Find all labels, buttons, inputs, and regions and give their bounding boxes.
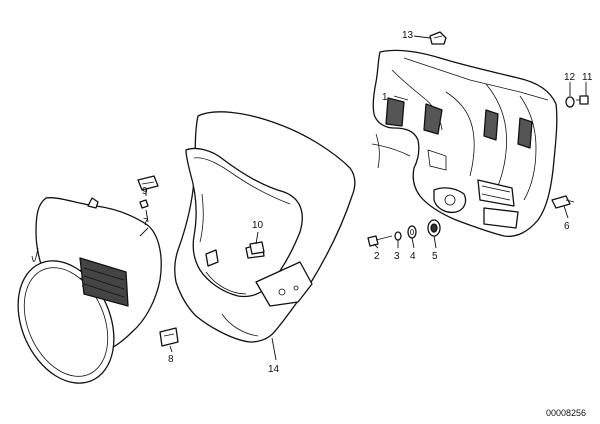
- callout-7: 7: [143, 217, 149, 228]
- headlight-housing-fairing-part[interactable]: [174, 111, 356, 343]
- callout-11: 11: [582, 72, 593, 83]
- callout-labels: 1 2 3 4 5 6 7 8 9 10 11 12 13 14: [142, 30, 593, 375]
- washer-part-4[interactable]: [407, 225, 417, 239]
- clip-part-10[interactable]: [249, 241, 265, 255]
- callout-12: 12: [564, 72, 576, 83]
- clip-part-13[interactable]: [429, 31, 447, 45]
- callout-1: 1: [382, 92, 388, 103]
- callout-14: 14: [268, 364, 280, 375]
- leader-lines: [139, 35, 587, 361]
- callout-6: 6: [564, 221, 570, 232]
- bolt-part-6[interactable]: [551, 195, 575, 209]
- clip-part-8[interactable]: [159, 327, 179, 347]
- callout-3: 3: [394, 251, 400, 262]
- washer-part-3[interactable]: [394, 231, 402, 241]
- callout-10: 10: [252, 220, 264, 231]
- washer-part-12[interactable]: [565, 96, 575, 108]
- bolt-part-2[interactable]: [367, 235, 393, 247]
- screw-part-11[interactable]: [576, 95, 589, 105]
- mounting-bracket-part[interactable]: [371, 49, 558, 238]
- nut-part-7[interactable]: [139, 199, 149, 209]
- drawing-reference-number: 00008256: [546, 408, 586, 418]
- clip-part-7[interactable]: [137, 175, 159, 191]
- headlight-trim-ring-part[interactable]: [0, 197, 162, 399]
- callout-8: 8: [168, 354, 174, 365]
- callout-4: 4: [410, 251, 416, 262]
- callout-2: 2: [374, 251, 380, 262]
- grommet-part-5[interactable]: [427, 219, 441, 237]
- callout-5: 5: [432, 251, 438, 262]
- callout-13: 13: [402, 30, 414, 41]
- callout-9: 9: [142, 186, 148, 197]
